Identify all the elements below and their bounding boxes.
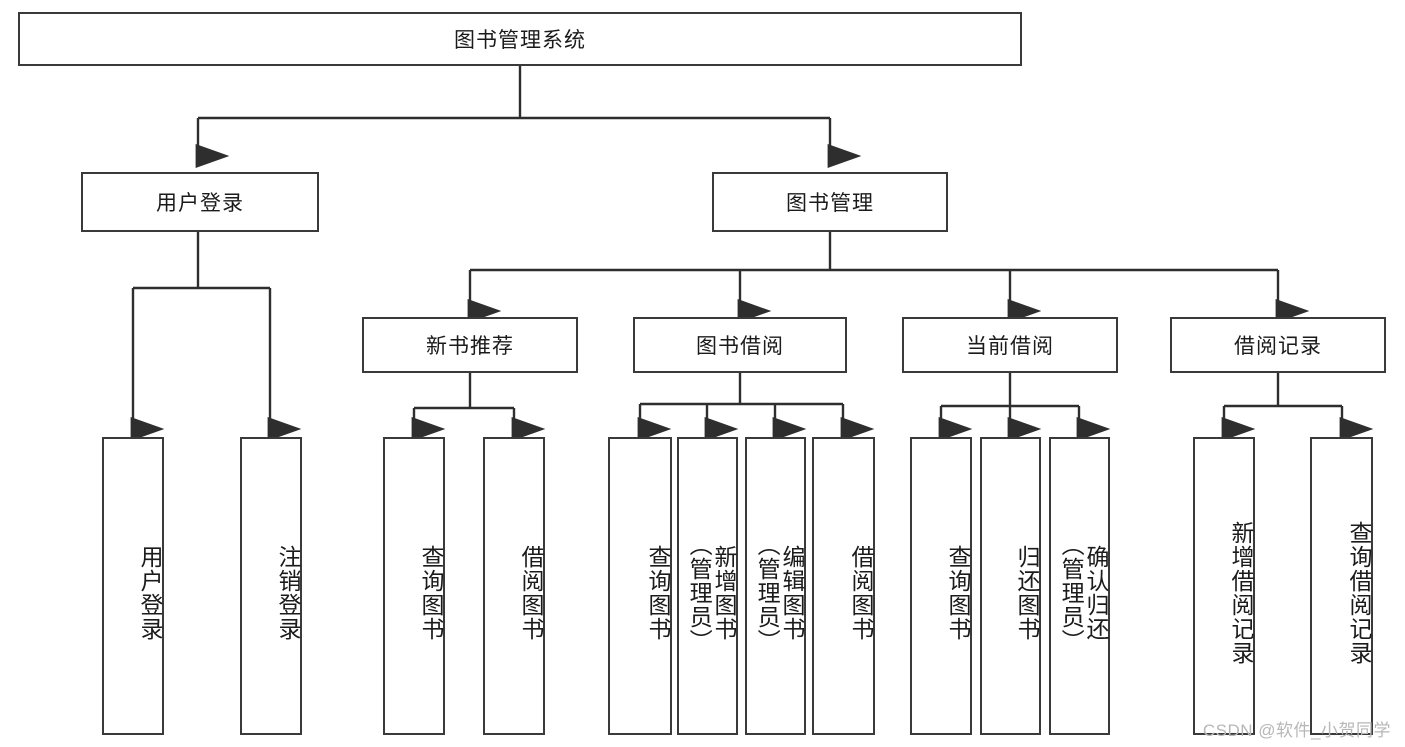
node-label: 确认归还 （管理员）	[1058, 533, 1109, 653]
node-leaf-borrow-book-2[interactable]: 借阅图书	[812, 437, 875, 735]
node-new-book-recommendation[interactable]: 新书推荐	[362, 317, 578, 373]
node-label: 借阅图书	[518, 545, 544, 641]
node-label: 查询借阅记录	[1346, 521, 1372, 665]
node-current-borrowing[interactable]: 当前借阅	[902, 317, 1118, 373]
node-label: 新增图书 （管理员）	[686, 533, 737, 653]
csdn-watermark: CSDN @软件_小贺同学	[1202, 721, 1391, 740]
node-leaf-borrow-book-1[interactable]: 借阅图书	[483, 437, 545, 735]
node-label: 编辑图书 （管理员）	[754, 533, 805, 653]
node-leaf-user-login[interactable]: 用户登录	[102, 437, 164, 735]
node-label: 新书推荐	[426, 335, 514, 358]
node-leaf-confirm-return[interactable]: 确认归还 （管理员）	[1049, 437, 1110, 735]
node-book-borrowing[interactable]: 图书借阅	[633, 317, 847, 373]
node-book-management[interactable]: 图书管理	[712, 172, 948, 232]
node-user-login[interactable]: 用户登录	[81, 172, 319, 232]
node-label: 借阅记录	[1234, 335, 1322, 358]
node-leaf-edit-book[interactable]: 编辑图书 （管理员）	[745, 437, 806, 735]
node-label: 借阅图书	[848, 545, 874, 641]
node-label: 注销登录	[275, 545, 301, 641]
node-label: 用户登录	[137, 545, 163, 641]
node-label: 图书管理	[786, 192, 874, 215]
node-label: 查询图书	[645, 545, 671, 641]
node-leaf-add-book[interactable]: 新增图书 （管理员）	[677, 437, 738, 735]
node-label: 查询图书	[945, 545, 971, 641]
node-label: 当前借阅	[966, 335, 1054, 358]
node-label: 用户登录	[156, 192, 244, 215]
node-root-system[interactable]: 图书管理系统	[18, 12, 1022, 66]
node-label: 图书管理系统	[454, 29, 586, 52]
node-leaf-query-borrow-record[interactable]: 查询借阅记录	[1310, 437, 1373, 735]
node-leaf-query-book-3[interactable]: 查询图书	[910, 437, 972, 735]
node-label: 查询图书	[418, 545, 444, 641]
node-leaf-logout[interactable]: 注销登录	[240, 437, 302, 735]
node-label: 归还图书	[1014, 545, 1040, 641]
node-label: 新增借阅记录	[1228, 521, 1254, 665]
node-borrowing-record[interactable]: 借阅记录	[1170, 317, 1386, 373]
node-leaf-add-borrow-record[interactable]: 新增借阅记录	[1193, 437, 1255, 735]
node-leaf-return-book[interactable]: 归还图书	[980, 437, 1041, 735]
node-label: 图书借阅	[696, 335, 784, 358]
node-leaf-query-book-1[interactable]: 查询图书	[383, 437, 445, 735]
node-leaf-query-book-2[interactable]: 查询图书	[608, 437, 672, 735]
